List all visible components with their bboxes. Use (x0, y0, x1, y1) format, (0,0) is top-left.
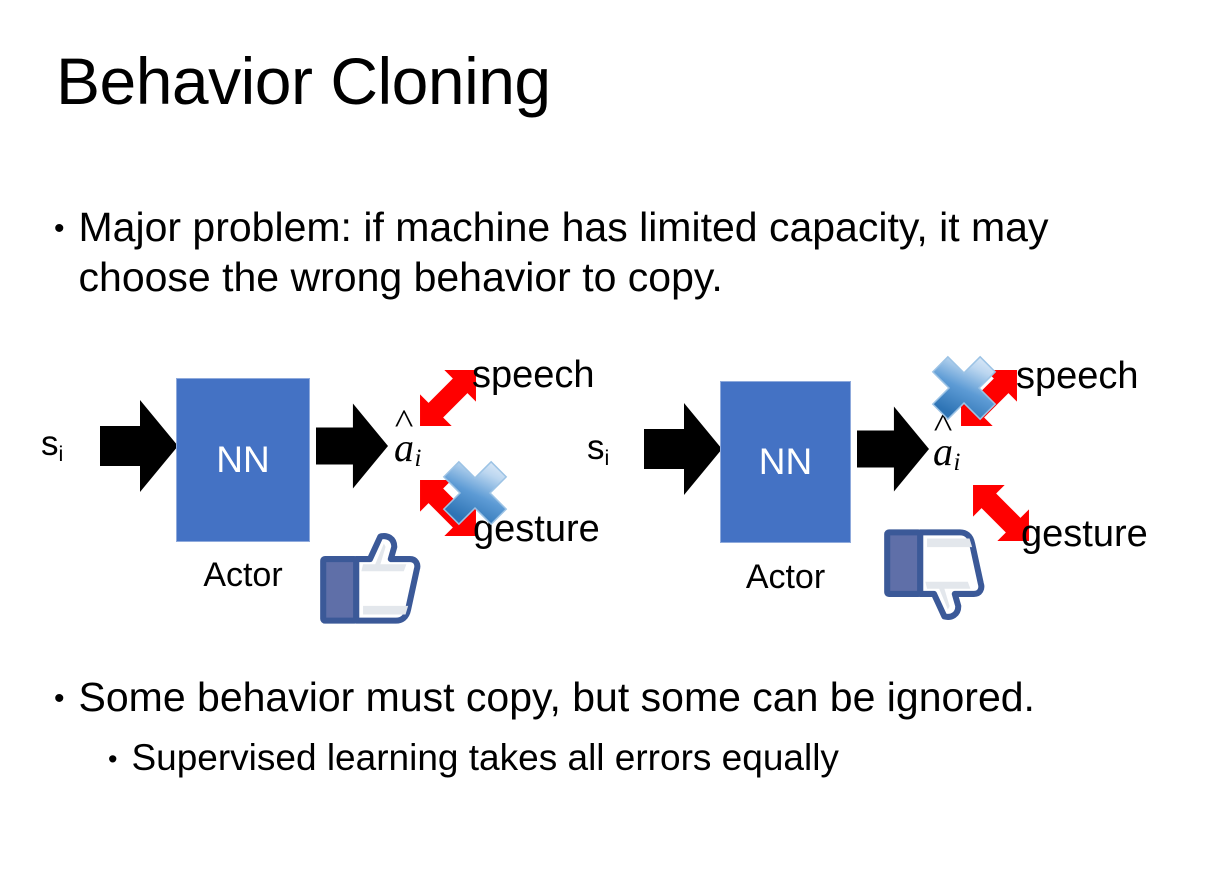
bullet-dot-icon: • (54, 682, 65, 715)
page-title: Behavior Cloning (56, 44, 551, 118)
diagram-right-output-arrow-icon (857, 406, 929, 492)
diagram-left-speech-arrow-icon (420, 370, 476, 426)
bullet-item-some-behavior: • Some behavior must copy, but some can … (54, 672, 1174, 722)
diagram-right-block-cross-icon (931, 355, 997, 421)
diagram-right-gesture-arrow-icon (973, 485, 1029, 541)
diagram-left-action-label: ai (394, 428, 421, 472)
diagram-left-input-arrow-icon (100, 400, 178, 492)
diagram-right-speech-label: speech (1016, 355, 1139, 397)
bullet-item-major-problem: • Major problem: if machine has limited … (54, 202, 1114, 302)
diagram-left-thumbs-up-icon (320, 533, 421, 624)
diagram-left-state-label: si (41, 424, 64, 467)
diagram-left-block-cross-icon (442, 460, 508, 526)
bullet-item-supervised-learning: • Supervised learning takes all errors e… (108, 735, 1168, 780)
diagram-left-output-arrow-icon (316, 403, 388, 489)
diagram-left-actor-label: Actor (203, 556, 283, 594)
diagram-right-input-arrow-icon (644, 403, 722, 495)
diagram-right-gesture-label: gesture (1021, 513, 1148, 555)
diagram-left-nn-box: NN (176, 378, 310, 542)
diagram-left-speech-label: speech (472, 354, 595, 396)
diagram-right-nn-label: NN (758, 441, 813, 482)
diagram-right-actor-label: Actor (745, 558, 826, 596)
diagram-right-action-label: ai (933, 432, 960, 476)
diagram-right-state-label: si (587, 428, 610, 471)
bullet-text: Some behavior must copy, but some can be… (78, 674, 1035, 720)
bullet-dot-icon: • (54, 212, 65, 245)
bullet-text: Supervised learning takes all errors equ… (131, 737, 839, 778)
bullet-dot-icon: • (108, 744, 118, 774)
diagram-right-thumbs-down-icon (884, 529, 985, 620)
diagram-left-nn-label: NN (216, 439, 270, 480)
diagram-right-nn-box: NN (720, 381, 851, 543)
bullet-text: Major problem: if machine has limited ca… (78, 204, 1049, 301)
